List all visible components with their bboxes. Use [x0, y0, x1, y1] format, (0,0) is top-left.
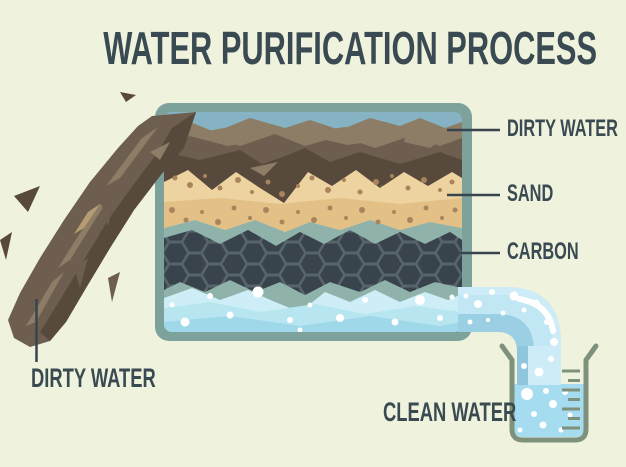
beaker-ticks: [562, 369, 580, 430]
beaker-outline: [499, 343, 599, 443]
layer-label-sand: SAND: [507, 180, 554, 207]
layer-label-carbon: CARBON: [507, 238, 579, 265]
sand-layer: [164, 170, 462, 232]
leader-lines: [447, 128, 500, 255]
water-bubbles: [169, 286, 455, 332]
output-label-clean-water: CLEAN WATER: [383, 397, 517, 427]
page-title: WATER PURIFICATION PROCESS: [103, 22, 598, 74]
clean-water-layer: [164, 286, 462, 332]
dirt-debris: [0, 92, 136, 302]
carbon-layer: [164, 230, 462, 295]
dirty-water-stream: [0, 92, 196, 347]
beaker-icon: [499, 343, 599, 443]
filter-box: [155, 103, 472, 341]
input-label-dirty-water: DIRTY WATER: [31, 363, 156, 393]
layer-label-dirty-water: DIRTY WATER: [507, 115, 618, 142]
sand-grains: [169, 174, 458, 225]
beaker-bubbles: [517, 356, 573, 433]
